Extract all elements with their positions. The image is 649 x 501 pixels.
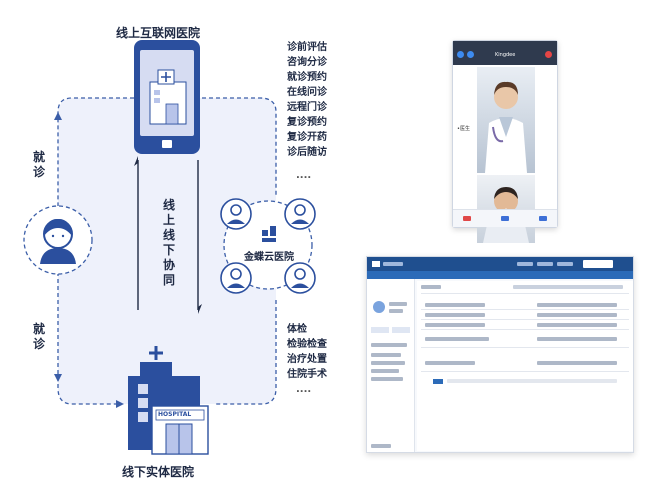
coordination-arrowhead-down <box>198 304 202 314</box>
sidebar-line <box>371 377 403 381</box>
phone-nav-user-icon[interactable] <box>539 216 547 221</box>
table-cell <box>425 361 475 365</box>
desktop-sidebar <box>367 279 415 452</box>
online-service-item: 复诊预约 <box>287 117 327 128</box>
offline-services-list: 体检 检验检查 治疗处置 住院手术 <box>287 322 327 382</box>
desktop-logo-icon <box>372 261 380 267</box>
table-cell <box>537 337 617 341</box>
table-row <box>421 347 629 348</box>
offline-service-item: 检验检查 <box>287 339 327 350</box>
sidebar-line <box>371 444 391 448</box>
table-row <box>421 329 629 330</box>
online-service-item: 诊后随访 <box>287 147 327 158</box>
patient-visit-label-bottom: 就诊 <box>32 322 45 351</box>
online-services-list: 诊前评估 咨询分诊 就诊预约 在线问诊 远程门诊 复诊预约 复诊开药 诊后随访 <box>287 40 327 160</box>
sidebar-line <box>371 369 399 373</box>
phone-bottom-bar <box>453 209 557 227</box>
hospital-sign: HOSPITAL <box>158 411 192 418</box>
table-cell <box>537 323 617 327</box>
desktop-header-chip <box>383 262 403 266</box>
offline-services-ellipsis: .... <box>296 384 312 395</box>
online-service-item: 在线问诊 <box>287 87 327 98</box>
hospital-building-icon <box>128 346 209 455</box>
phone-dot-blue-2 <box>467 51 474 58</box>
sidebar-line <box>371 343 407 347</box>
table-cell <box>537 313 617 317</box>
staff-icon-top-left <box>220 198 252 230</box>
cloud-platform-name: 金蝶云医院 <box>244 252 294 263</box>
patient-avatar-icon <box>23 205 93 275</box>
desktop-header-chip <box>537 262 553 266</box>
staff-icon-bottom-left <box>220 262 252 294</box>
offline-loop-arrow <box>57 272 120 405</box>
main-header-chip <box>421 285 441 289</box>
desktop-search-box[interactable] <box>583 260 613 268</box>
online-loop-arrow-right <box>195 97 277 196</box>
kingdee-logo-icon <box>262 226 276 242</box>
phone-top-bar: Kingdee <box>453 41 557 65</box>
desktop-user-avatar <box>373 301 385 313</box>
phone-end-call-icon[interactable] <box>545 51 552 58</box>
online-loop-arrow <box>57 97 148 206</box>
desktop-action-button[interactable] <box>433 379 443 384</box>
table-row <box>421 293 629 294</box>
offline-loop-arrow-right <box>216 300 277 405</box>
desktop-header-chip <box>557 262 573 266</box>
phone-dot-blue-1 <box>457 51 464 58</box>
online-service-item: 咨询分诊 <box>287 57 327 68</box>
table-cell <box>425 337 489 341</box>
doctor-video-frame <box>477 67 535 173</box>
sidebar-button[interactable] <box>371 327 389 333</box>
online-service-item: 复诊开药 <box>287 132 327 143</box>
online-hospital-title: 线上互联网医院 <box>116 26 201 40</box>
mobile-phone-icon <box>134 40 200 154</box>
online-service-item: 就诊预约 <box>287 72 327 83</box>
arrowhead-up-left <box>54 112 62 120</box>
offline-service-item: 治疗处置 <box>287 354 327 365</box>
caller-name: Kingdee <box>495 52 516 58</box>
staff-icon-bottom-right <box>284 262 316 294</box>
desktop-main-panel <box>417 281 633 451</box>
desktop-header-chip <box>517 262 533 266</box>
table-cell <box>425 323 485 327</box>
online-services-ellipsis: .... <box>296 170 312 181</box>
sidebar-button[interactable] <box>392 327 410 333</box>
table-cell <box>537 303 617 307</box>
table-cell <box>537 361 617 365</box>
flow-background-panel <box>58 98 276 404</box>
doctor-figure-icon <box>485 81 527 173</box>
sidebar-line <box>389 309 403 313</box>
offline-service-item: 住院手术 <box>287 369 327 380</box>
desktop-toolbar <box>367 271 633 279</box>
table-cell <box>425 313 485 317</box>
phone-nav-call-icon[interactable] <box>463 216 471 221</box>
table-row <box>421 371 629 372</box>
arrowhead-down-left <box>54 374 62 382</box>
phone-nav-video-icon[interactable] <box>501 216 509 221</box>
desktop-header-bar <box>367 257 633 271</box>
sidebar-line <box>371 361 405 365</box>
mobile-video-consult-screenshot: Kingdee •医生 <box>452 40 558 243</box>
table-cell <box>447 379 617 383</box>
coordination-label: 线上线下协同 <box>162 198 175 287</box>
online-service-item: 远程门诊 <box>287 102 327 113</box>
table-row <box>421 309 629 310</box>
online-service-item: 诊前评估 <box>287 42 327 53</box>
main-header-chip <box>513 285 623 289</box>
phone-side-label: •医生 <box>457 126 470 132</box>
staff-icon-top-right <box>284 198 316 230</box>
offline-hospital-title: 线下实体医院 <box>122 465 195 479</box>
table-row <box>421 319 629 320</box>
sidebar-line <box>371 353 401 357</box>
arrowhead-right-bottom <box>116 400 124 408</box>
offline-service-item: 体检 <box>287 324 307 335</box>
table-cell <box>425 303 485 307</box>
patient-visit-label-top: 就诊 <box>32 150 45 179</box>
coordination-arrowhead-up <box>134 156 138 166</box>
desktop-his-screenshot <box>366 256 634 453</box>
sidebar-line <box>389 302 407 306</box>
